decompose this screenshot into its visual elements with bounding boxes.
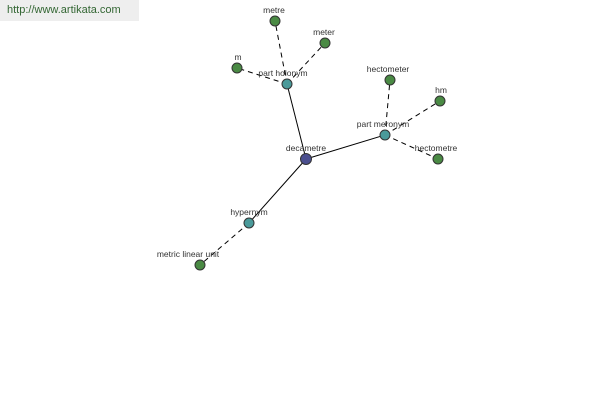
url-banner: http://www.artikata.com	[0, 0, 139, 21]
node-label-m[interactable]: m	[234, 52, 241, 62]
node-label-hypernym[interactable]: hypernym	[230, 207, 267, 217]
node-hectometre[interactable]	[432, 153, 444, 165]
site-url-link[interactable]: http://www.artikata.com	[7, 4, 121, 16]
edge-hypernym-metric-linear-unit	[199, 222, 250, 266]
node-meter[interactable]	[319, 37, 331, 49]
node-decametre[interactable]	[300, 153, 312, 165]
node-hectometer[interactable]	[384, 74, 396, 86]
nodes-layer	[194, 15, 446, 271]
node-label-metre[interactable]: metre	[263, 5, 285, 15]
edge-part-holonym-meter	[286, 42, 326, 85]
node-label-decametre[interactable]: decametre	[286, 143, 326, 153]
node-label-hectometer[interactable]: hectometer	[367, 64, 410, 74]
edge-part-holonym-metre	[274, 20, 288, 85]
edge-decametre-part-meronym	[305, 134, 386, 160]
node-hypernym[interactable]	[243, 217, 255, 229]
edge-part-meronym-hectometer	[384, 79, 391, 136]
node-part-holonym[interactable]	[281, 78, 293, 90]
node-metric-linear-unit[interactable]	[194, 259, 206, 271]
edge-part-meronym-hm	[384, 100, 441, 136]
edge-part-meronym-hectometre	[384, 134, 439, 160]
edge-decametre-hypernym	[248, 158, 307, 224]
node-part-meronym[interactable]	[379, 129, 391, 141]
node-hm[interactable]	[434, 95, 446, 107]
node-label-part-meronym[interactable]: part meronym	[357, 119, 409, 129]
labels-layer: decametre part holonym part meronym hyperny…	[157, 5, 458, 259]
node-metre[interactable]	[269, 15, 281, 27]
edge-decametre-part-holonym	[286, 83, 307, 160]
node-label-meter[interactable]: meter	[313, 27, 335, 37]
node-label-hectometre[interactable]: hectometre	[415, 143, 458, 153]
edges-layer	[199, 20, 441, 266]
node-label-hm[interactable]: hm	[435, 85, 447, 95]
node-label-part-holonym[interactable]: part holonym	[258, 68, 307, 78]
node-m[interactable]	[231, 62, 243, 74]
node-label-metric-linear-unit[interactable]: metric linear unit	[157, 249, 220, 259]
